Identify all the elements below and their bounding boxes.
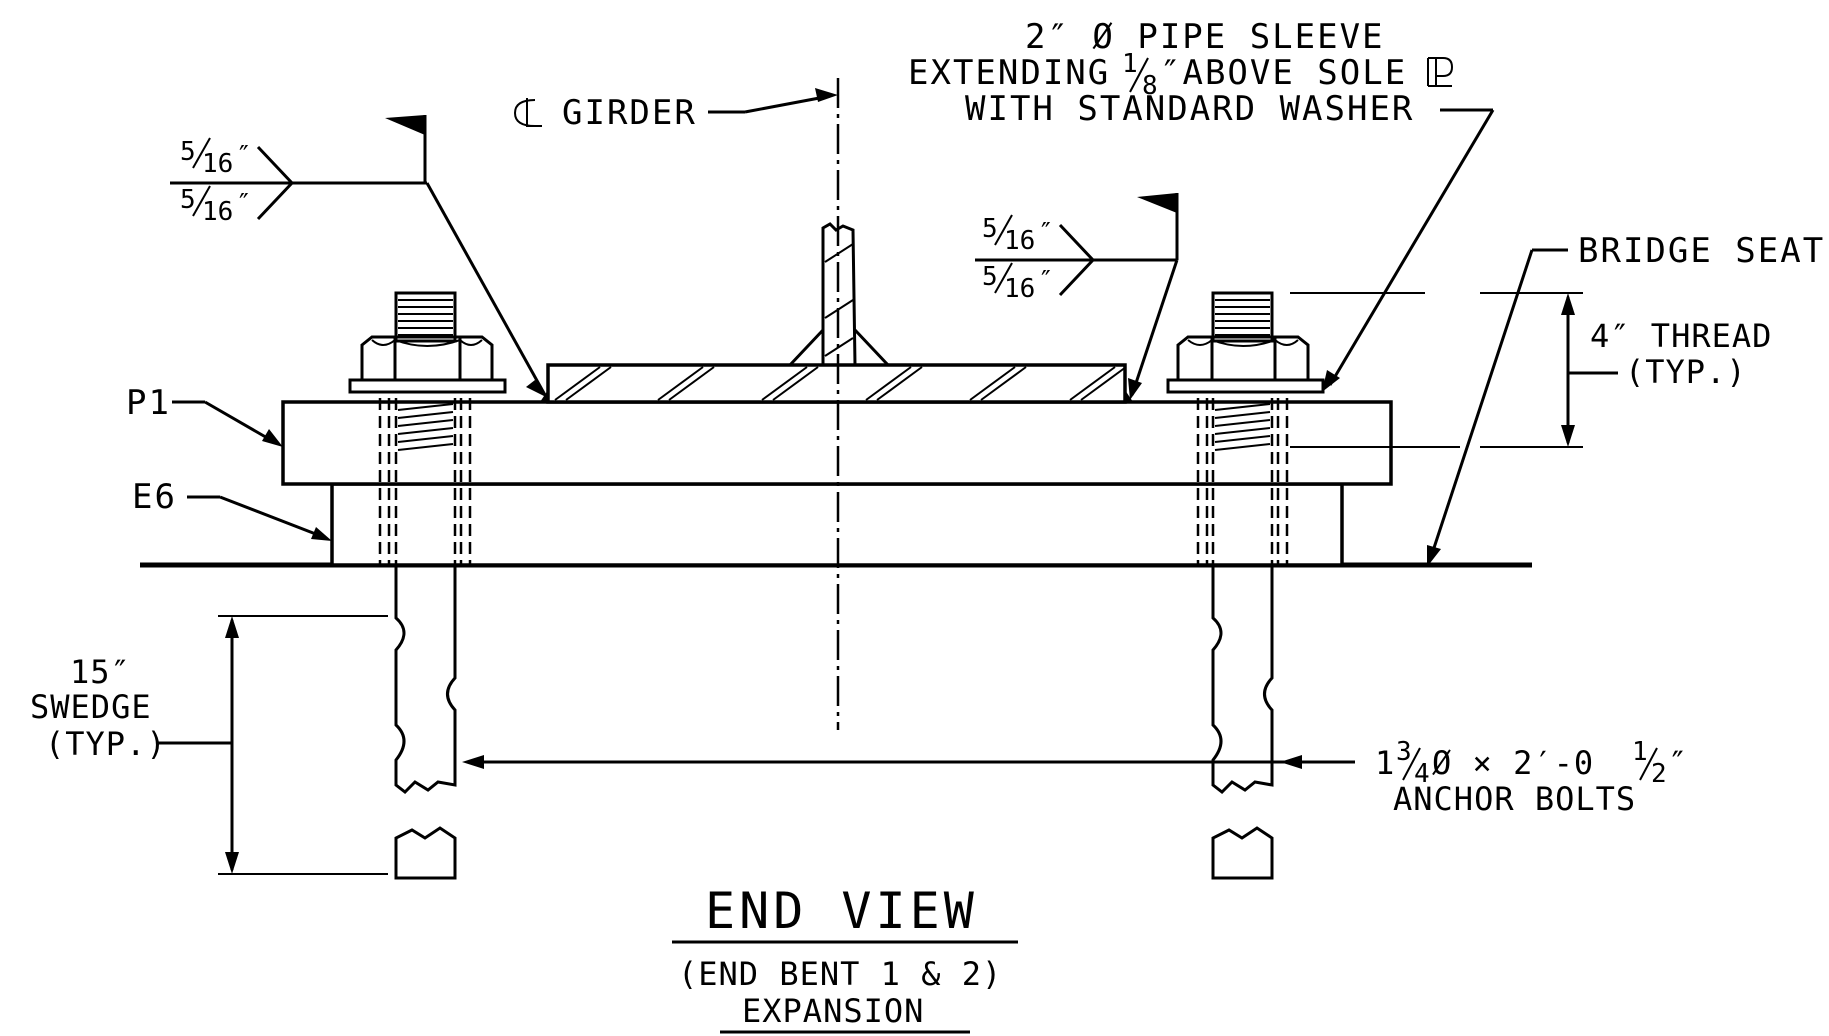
weld-symbol-left: 5 16 ″ 5 16 ″	[170, 115, 548, 398]
title-sub: (END BENT 1 & 2)	[678, 955, 1002, 993]
pipe-line1: 2″ Ø PIPE SLEEVE	[1025, 17, 1385, 57]
bridge-seat-text: BRIDGE SEAT	[1578, 231, 1825, 271]
pipe-sleeve-label: 2″ Ø PIPE SLEEVE EXTENDING 1 8 ″ABOVE SO…	[908, 17, 1495, 392]
right-anchor-bolt	[1166, 291, 1325, 880]
weld-right-bottom-mark: ″	[1038, 266, 1054, 296]
cl-girder-text: GIRDER	[562, 93, 697, 133]
weld-right-top-mark: ″	[1038, 218, 1054, 248]
cl-girder-label: GIRDER	[513, 88, 838, 133]
sole-plate	[540, 363, 1133, 404]
left-anchor-bolt	[348, 291, 507, 880]
bolt-line2: ANCHOR BOLTS	[1393, 780, 1636, 818]
thread-line2: (TYP.)	[1625, 353, 1747, 391]
pipe-line2a: EXTENDING	[908, 53, 1110, 93]
swedge-line3: (TYP.)	[45, 725, 167, 763]
title-main: END VIEW	[705, 882, 978, 940]
e6-label: E6	[132, 477, 332, 541]
pipe-line3: WITH STANDARD WASHER	[965, 89, 1414, 129]
pipe-frac-num: 1	[1122, 49, 1138, 79]
swedge-dimension: 15″ SWEDGE (TYP.)	[30, 615, 388, 875]
pipe-frac-den: 8	[1142, 71, 1158, 101]
bolt-end-mark: ″	[1668, 744, 1688, 782]
weld-right-bottom-den: 16	[1004, 274, 1035, 304]
weld-left-bottom-den: 16	[202, 197, 233, 227]
weld-right-top-den: 16	[1004, 226, 1035, 256]
weld-symbol-right: 5 16 ″ 5 16 ″	[975, 193, 1179, 400]
title-sub2: EXPANSION	[742, 992, 924, 1030]
plate-symbol	[1427, 57, 1454, 87]
p1-label: P1	[126, 383, 283, 447]
e6-text: E6	[132, 477, 177, 517]
bolt-end-num: 1	[1632, 737, 1648, 767]
weld-left-top-num: 5	[180, 137, 196, 167]
swedge-line2: SWEDGE	[30, 688, 152, 726]
pipe-line2b: ″ABOVE SOLE	[1160, 53, 1407, 93]
thread-dimension: 4″ THREAD (TYP.)	[1290, 292, 1772, 448]
bolt-frac-den: 4	[1414, 759, 1430, 789]
p1-text: P1	[126, 383, 171, 423]
centerline-symbol	[513, 98, 542, 127]
swedge-line1: 15″	[70, 653, 131, 691]
weld-right-top-num: 5	[982, 214, 998, 244]
bolt-frac-num: 3	[1396, 737, 1412, 767]
weld-left-bottom-num: 5	[180, 185, 196, 215]
view-title: END VIEW (END BENT 1 & 2) EXPANSION	[672, 882, 1018, 1034]
bolt-whole: 1	[1375, 744, 1395, 782]
weld-left-top-mark: ″	[236, 141, 252, 171]
anchor-bolts-label: 1 3 4 Ø × 2′-0 1 2 ″ ANCHOR BOLTS	[462, 737, 1688, 818]
weld-left-bottom-mark: ″	[236, 189, 252, 219]
thread-line1: 4″ THREAD	[1590, 317, 1772, 355]
bridge-seat-label: BRIDGE SEAT	[1427, 231, 1825, 567]
bolt-line1: Ø × 2′-0	[1432, 744, 1594, 782]
bolt-end-den: 2	[1651, 759, 1667, 789]
weld-left-top-den: 16	[202, 149, 233, 179]
weld-right-bottom-num: 5	[982, 262, 998, 292]
